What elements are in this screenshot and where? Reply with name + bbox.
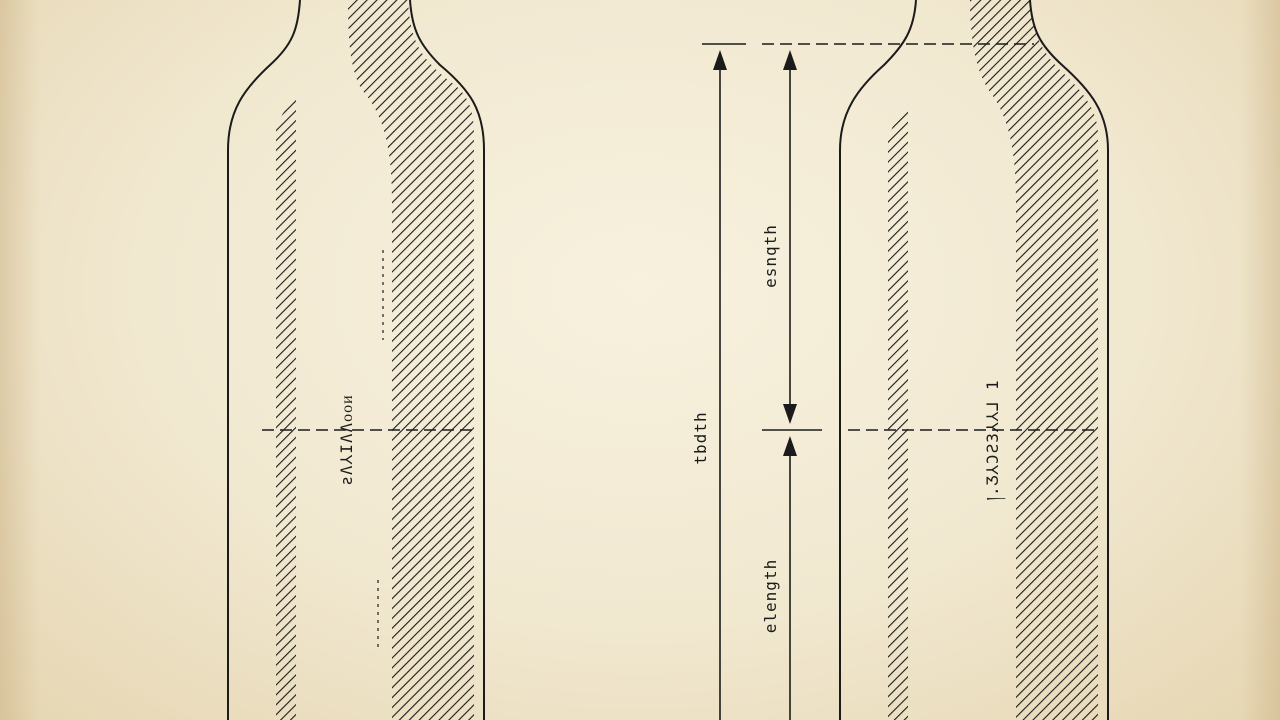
left-bottle: ƨɅ⅄ІɅɅᴏᴏᴎ bbox=[227, 0, 485, 720]
dimension-lines: tbdth esnqth elength bbox=[691, 43, 1034, 720]
dim-inner-upper-arrow-bottom bbox=[783, 404, 797, 424]
right-bottle: །.Ʒ⅄ƆƧЗ⅄⅄⅃ 1 bbox=[839, 0, 1109, 720]
left-bottle-shade bbox=[348, 0, 474, 720]
left-bottle-inner-strip bbox=[276, 98, 296, 720]
right-bottle-shade bbox=[970, 0, 1098, 720]
right-bottle-inner-strip bbox=[888, 104, 908, 720]
dim-inner-lower-arrow-top bbox=[783, 436, 797, 456]
dim-inner-upper-label: esnqth bbox=[761, 224, 780, 288]
left-bottle-outline bbox=[227, 0, 301, 720]
right-bottle-outline-right bbox=[1029, 0, 1109, 720]
dim-outer-label: tbdth bbox=[691, 411, 710, 464]
left-bottle-outline-right bbox=[409, 0, 485, 720]
right-bottle-label: །.Ʒ⅄ƆƧЗ⅄⅄⅃ 1 bbox=[983, 379, 1006, 500]
right-bottle-outline bbox=[839, 0, 917, 720]
left-bottle-label: ƨɅ⅄ІɅɅᴏᴏᴎ bbox=[337, 394, 356, 486]
dim-inner-upper-arrow-top bbox=[783, 50, 797, 70]
dim-inner-lower-label: elength bbox=[761, 559, 780, 633]
dim-outer-arrow-top bbox=[713, 50, 727, 70]
